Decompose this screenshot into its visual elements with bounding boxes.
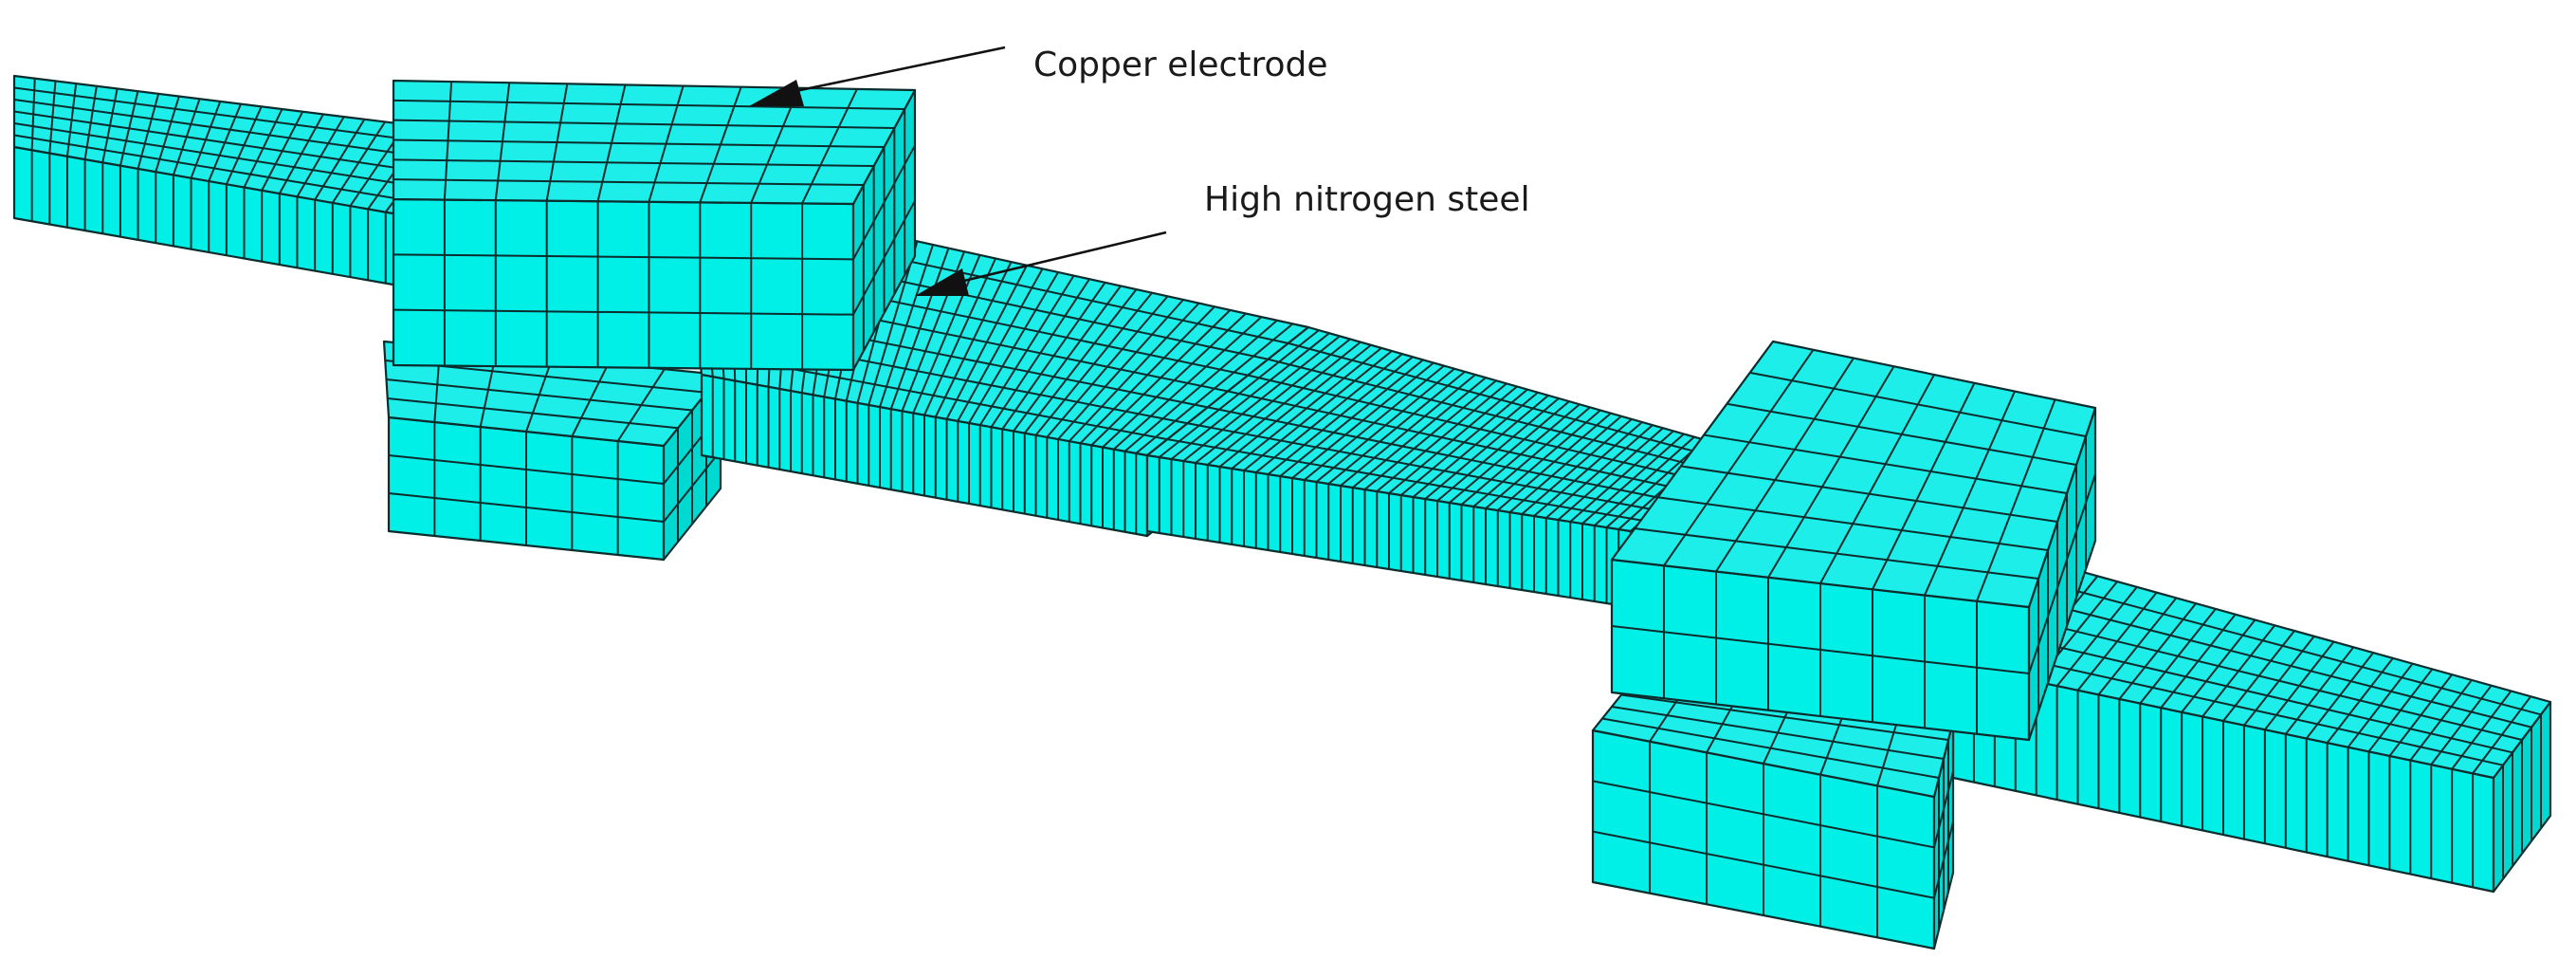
copper-electrode-label: Copper electrode xyxy=(1033,46,1328,84)
left-upper-electrode-main-top-grid-line xyxy=(393,119,895,129)
right-lower-electrode-front-grid-line xyxy=(1592,830,1935,899)
right-upper-electrode-top-grid-line xyxy=(1635,527,2039,580)
left-upper-electrode-main-right-grid-line xyxy=(852,144,916,260)
right-upper-electrode-top-grid-line xyxy=(1767,365,1895,579)
right-plate xyxy=(1951,558,2552,894)
right-plate-top-grid-line xyxy=(1981,628,2513,754)
right-lower-electrode xyxy=(1591,681,1955,950)
steel-strip-right-top-grid-line xyxy=(1268,358,1703,469)
steel-strip-right-top-grid-line xyxy=(1187,422,1655,511)
right-lower-electrode-top-grid-line xyxy=(1620,693,1949,741)
right-upper-electrode-top-grid-line xyxy=(1657,496,2049,551)
left-upper-electrode-main-top-grid-line xyxy=(393,138,885,148)
right-plate-top-grid-line xyxy=(1966,645,2504,766)
steel-strip-right-top-grid-line xyxy=(1248,374,1690,479)
right-upper-electrode-top-grid-line xyxy=(1703,433,2068,494)
left-lower-electrode-top-grid-line xyxy=(386,378,693,412)
copper-leader-line xyxy=(776,46,1006,97)
copper-electrode-annotation: Copper electrode xyxy=(749,46,1328,106)
left-upper-electrode-main-top-grid-line xyxy=(393,99,905,110)
steel-arrowhead xyxy=(915,268,969,296)
left-upper-electrode-main-top-grid-line xyxy=(393,158,874,167)
left-lower-electrode-front-grid-line xyxy=(388,492,665,523)
left-lower-electrode-front-grid-line xyxy=(388,454,665,485)
right-plate-top-grid-line xyxy=(2009,593,2532,728)
right-lower-electrode-front-grid-line xyxy=(1592,780,1935,849)
right-upper-electrode-top-grid-line xyxy=(1872,382,1976,590)
steel-strip-right-top-grid-line xyxy=(1207,406,1667,501)
right-upper-electrode-top-grid-line xyxy=(1749,371,2087,437)
right-upper-electrode-top-face xyxy=(1610,340,2097,609)
right-upper-electrode-top-grid-line xyxy=(1726,402,2077,466)
left-lower-electrode-right-grid-line xyxy=(663,450,722,523)
right-upper-electrode-top-grid-line xyxy=(1976,398,2056,602)
high-nitrogen-steel-label: High nitrogen steel xyxy=(1204,180,1530,219)
steel-leader-line xyxy=(947,231,1167,286)
right-upper-electrode-top-grid-line xyxy=(1680,465,2058,523)
right-upper-electrode-top-grid-line xyxy=(1924,391,2016,596)
left-upper-electrode-main xyxy=(392,79,917,372)
steel-strip-right-top-grid-line xyxy=(1288,341,1714,458)
left-upper-electrode-main-front-grid-line xyxy=(393,253,854,261)
left-upper-electrode-main-top-grid-line xyxy=(393,178,864,186)
right-upper-electrode-top-grid-line xyxy=(1715,357,1854,573)
right-upper-electrode-right-grid-line xyxy=(2028,473,2096,674)
left-upper-electrode-main-right-grid-line xyxy=(852,200,916,316)
mesh-model xyxy=(12,74,2552,950)
left-upper-electrode-main-front-grid-line xyxy=(393,308,854,316)
left-upper-electrode-main-front-face xyxy=(392,197,855,372)
left-lower-electrode xyxy=(382,340,722,562)
left-lower-electrode-top-grid-line xyxy=(387,397,679,430)
right-upper-electrode-top-grid-line xyxy=(1663,349,1815,566)
right-upper-electrode-top-grid-line xyxy=(1819,374,1935,584)
steel-strip-right xyxy=(1145,325,1727,609)
right-upper-electrode-front-grid-line xyxy=(1611,625,2030,674)
steel-strip-right-top-grid-line xyxy=(1227,390,1679,489)
right-upper-electrode xyxy=(1610,340,2097,742)
right-lower-electrode-top-grid-line xyxy=(1601,717,1940,779)
right-lower-electrode-right-grid-line xyxy=(1933,771,1954,848)
right-lower-electrode-top-grid-line xyxy=(1611,706,1945,760)
right-lower-electrode-right-grid-line xyxy=(1933,821,1954,898)
right-plate-top-grid-line xyxy=(1995,611,2523,741)
copper-arrowhead xyxy=(749,80,804,106)
right-plate-top-grid-line xyxy=(2023,576,2542,716)
steel-strip-right-top-grid-line xyxy=(1167,438,1643,522)
steel-annotation: High nitrogen steel xyxy=(915,180,1530,296)
